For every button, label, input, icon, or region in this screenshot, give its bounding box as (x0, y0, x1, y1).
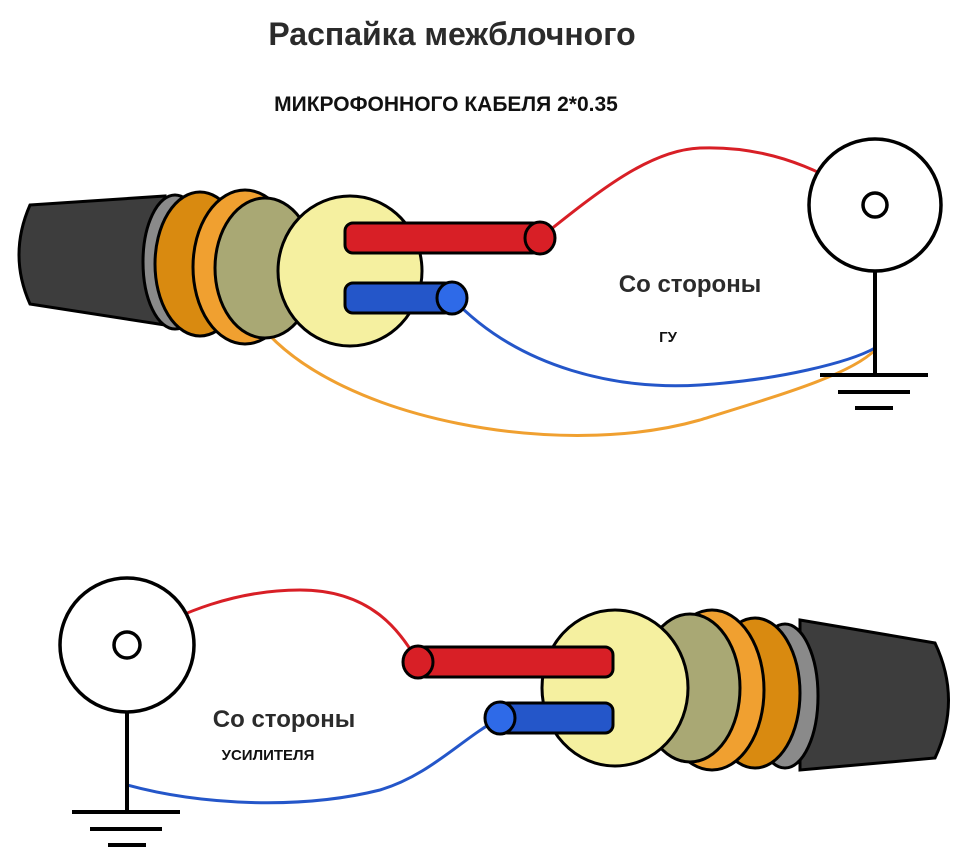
blue-conductor-bottom (483, 700, 615, 736)
cable-jacket-bottom (798, 618, 950, 772)
red-conductor-top (343, 220, 557, 256)
rca-connector-icon (807, 137, 943, 375)
bottom-cable-end: Со стороны УСИЛИТЕЛЯ (58, 576, 950, 847)
cable-jacket-top (17, 194, 167, 327)
rca-connector-icon (58, 576, 196, 812)
red-conductor-bottom (401, 644, 615, 680)
amplifier-side-label: Со стороны (213, 706, 355, 733)
insulation-core-top (276, 194, 424, 348)
cable-body-bottom (540, 608, 950, 772)
blue-wire-bottom (126, 716, 501, 805)
diagram-title: Распайка межблочного (268, 16, 635, 52)
blue-wire-top (450, 296, 876, 388)
head-unit-side-sublabel: ГУ (659, 329, 678, 346)
top-cable-end: Со стороны ГУ (17, 137, 943, 437)
diagram-subtitle: МИКРОФОННОГО КАБЕЛЯ 2*0.35 (274, 93, 618, 116)
insulation-core-bottom (540, 608, 690, 768)
head-unit-side-label: Со стороны (619, 271, 761, 298)
cable-body-top (17, 188, 424, 348)
blue-conductor-top (343, 280, 469, 316)
amplifier-side-sublabel: УСИЛИТЕЛЯ (222, 747, 315, 764)
ground-symbol-icon (72, 810, 180, 847)
shield-wire-top (260, 326, 877, 437)
ground-symbol-icon (820, 373, 928, 410)
